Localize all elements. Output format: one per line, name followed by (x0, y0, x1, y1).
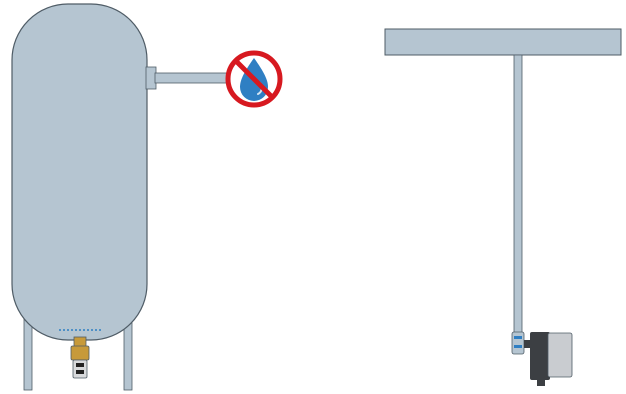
header-assembly (384, 28, 622, 386)
tank-rivets (59, 329, 101, 331)
drain-valve-icon (70, 336, 90, 379)
tank-leg-left (23, 317, 33, 391)
rivet-dot (71, 329, 73, 331)
rivet-dot (83, 329, 85, 331)
drop-valve-icon (511, 331, 525, 355)
rivet-dot (63, 329, 65, 331)
rivet-dot (67, 329, 69, 331)
rivet-dot (91, 329, 93, 331)
header-pipe (384, 28, 622, 56)
electronic-drain-unit-icon (524, 332, 573, 386)
tank-assembly (11, 3, 283, 391)
tank-body (11, 3, 148, 341)
rivet-dot (59, 329, 61, 331)
no-water-icon (225, 50, 283, 108)
outlet-pipe (145, 66, 228, 90)
rivet-dot (99, 329, 101, 331)
rivet-dot (75, 329, 77, 331)
rivet-dot (95, 329, 97, 331)
rivet-dot (87, 329, 89, 331)
drop-leg-pipe (513, 54, 523, 336)
rivet-dot (79, 329, 81, 331)
